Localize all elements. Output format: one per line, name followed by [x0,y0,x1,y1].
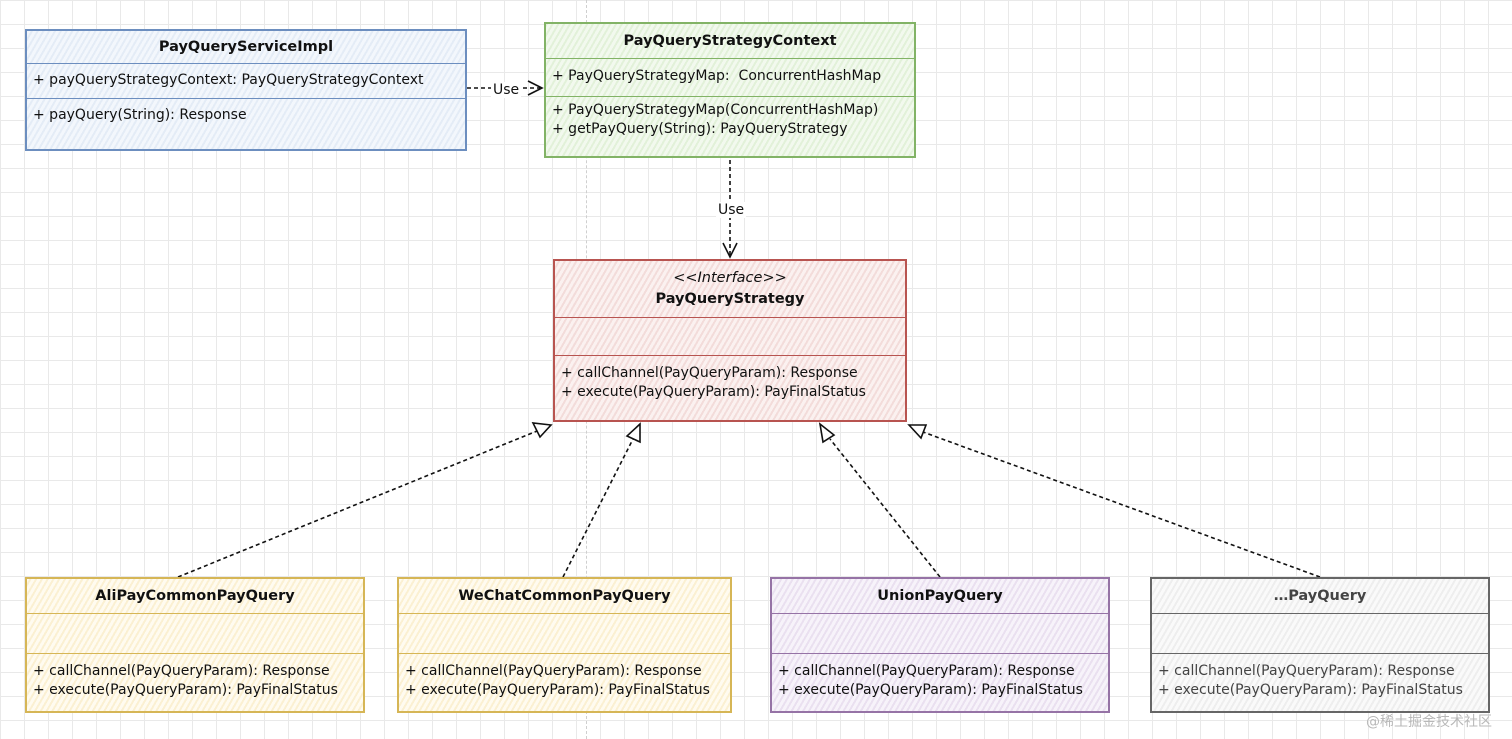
method: + execute(PayQueryParam): PayFinalStatus [1158,682,1463,698]
attributes-section: + PayQueryStrategyMap: ConcurrentHashMap [546,58,914,96]
method: + execute(PayQueryParam): PayFinalStatus [778,682,1083,698]
class-name: PayQueryStrategyContext [623,33,837,49]
method: + execute(PayQueryParam): PayFinalStatus [405,682,710,698]
method: + callChannel(PayQueryParam): Response [33,663,330,679]
attributes-section [1152,613,1488,653]
stereotype-label: <<Interface>> [673,270,787,286]
class-name: …PayQuery [1273,588,1367,604]
class-pay-query-strategy-context[interactable]: PayQueryStrategyContext + PayQueryStrate… [544,22,916,158]
method: + callChannel(PayQueryParam): Response [778,663,1075,679]
attributes-section [399,613,730,653]
class-name: PayQueryServiceImpl [158,39,334,55]
realize-edge-wechat [562,438,634,578]
method: + callChannel(PayQueryParam): Response [561,365,858,381]
attributes-section [772,613,1108,653]
class-union-pay-query[interactable]: UnionPayQuery + callChannel(PayQueryPara… [770,577,1110,713]
method: + callChannel(PayQueryParam): Response [1158,663,1455,679]
open-arrowhead-icon [527,80,544,96]
open-arrowhead-icon [722,242,738,259]
class-name: WeChatCommonPayQuery [458,588,671,604]
hollow-triangle-icon [625,422,641,444]
methods-section: + callChannel(PayQueryParam): Response +… [1152,653,1488,704]
methods-section: + callChannel(PayQueryParam): Response +… [555,355,905,406]
attributes-section: + payQueryStrategyContext: PayQueryStrat… [27,63,465,98]
hollow-triangle-icon [531,422,553,439]
watermark: @稀土掘金技术社区 [1366,714,1492,730]
class-other-pay-query[interactable]: …PayQuery + callChannel(PayQueryParam): … [1150,577,1490,713]
methods-section: + payQuery(String): Response [27,98,465,129]
realize-edge-union [829,438,941,578]
class-name: UnionPayQuery [877,588,1003,604]
class-alipay-common-pay-query[interactable]: AliPayCommonPayQuery + callChannel(PayQu… [25,577,365,713]
use-label-impl-context: Use [491,82,522,98]
methods-section: + callChannel(PayQueryParam): Response +… [772,653,1108,704]
interface-header: <<Interface>> PayQueryStrategy [555,261,905,317]
method: + execute(PayQueryParam): PayFinalStatus [33,682,338,698]
realize-edge-other [922,431,1321,578]
attributes-section [27,613,363,653]
methods-section: + PayQueryStrategyMap(ConcurrentHashMap)… [546,96,914,143]
class-wechat-common-pay-query[interactable]: WeChatCommonPayQuery + callChannel(PayQu… [397,577,732,713]
methods-section: + callChannel(PayQueryParam): Response +… [27,653,363,704]
class-pay-query-service-impl[interactable]: PayQueryServiceImpl + payQueryStrategyCo… [25,29,467,151]
method: + getPayQuery(String): PayQueryStrategy [552,121,848,137]
class-name: PayQueryStrategy [655,291,805,307]
method: + callChannel(PayQueryParam): Response [405,663,702,679]
attributes-section [555,317,905,355]
hollow-triangle-icon [818,422,836,444]
hollow-triangle-icon [907,424,928,440]
attribute: + payQueryStrategyContext: PayQueryStrat… [33,72,424,88]
interface-pay-query-strategy[interactable]: <<Interface>> PayQueryStrategy + callCha… [553,259,907,422]
realize-edge-alipay [177,430,538,578]
methods-section: + callChannel(PayQueryParam): Response +… [399,653,730,704]
method: + execute(PayQueryParam): PayFinalStatus [561,384,866,400]
method: + PayQueryStrategyMap(ConcurrentHashMap) [552,102,879,118]
method: + payQuery(String): Response [33,107,247,123]
use-label-context-strategy: Use [716,202,747,218]
class-name: AliPayCommonPayQuery [95,588,295,604]
attribute: + PayQueryStrategyMap: ConcurrentHashMap [552,68,882,84]
